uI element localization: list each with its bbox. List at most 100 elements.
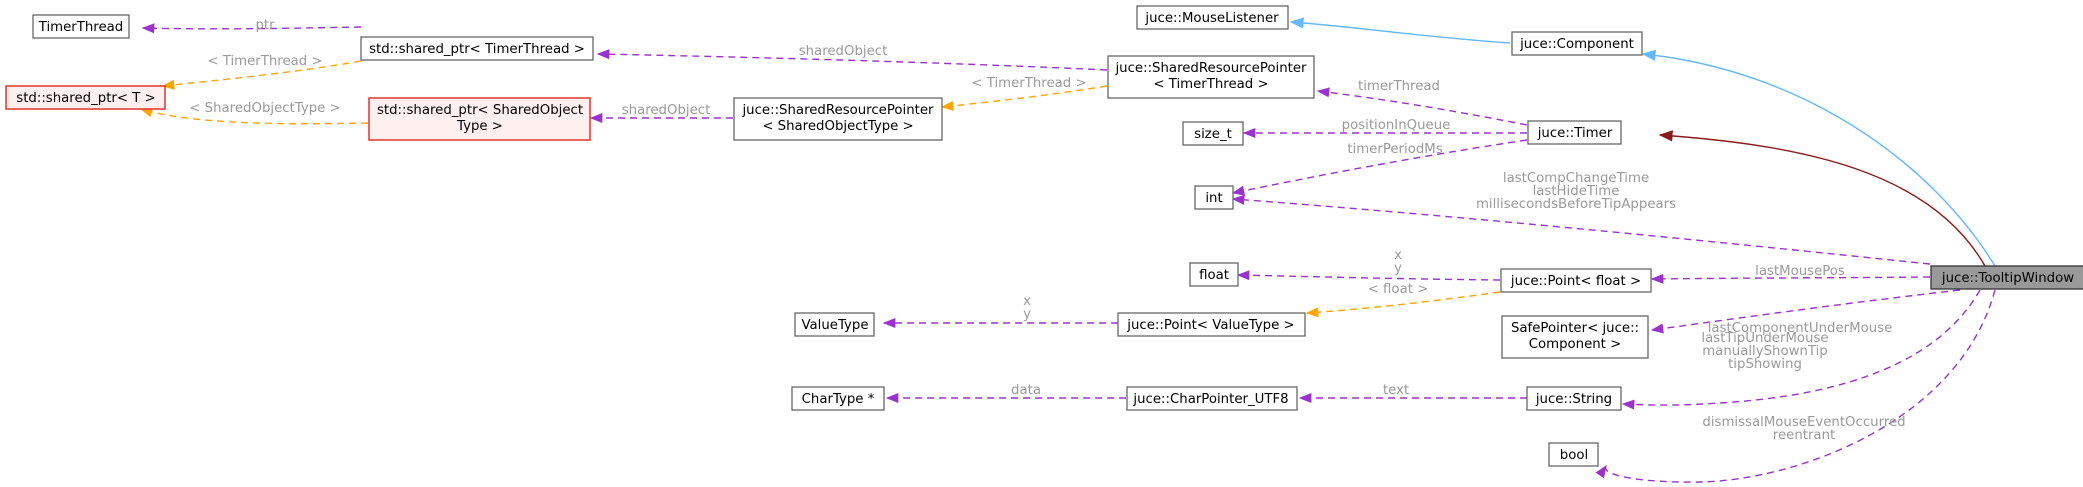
edge-label-line: timerPeriodMs xyxy=(1347,142,1442,157)
node-safepointer-component[interactable]: SafePointer< juce::Component > xyxy=(1501,315,1649,359)
edge-label-ptr: ptr xyxy=(255,18,275,33)
edge-label-line: reentrant xyxy=(1773,428,1835,443)
edge-lastmousepos: lastMousePos xyxy=(1650,264,1931,284)
node-point-float[interactable]: juce::Point< float > xyxy=(1500,268,1652,293)
edge-inherit-component xyxy=(1641,49,1996,267)
node-shared-ptr-t[interactable]: std::shared_ptr< T > xyxy=(5,85,166,110)
edge-data: data xyxy=(885,383,1126,404)
node-label-line: std::shared_ptr< TimerThread > xyxy=(369,42,585,57)
node-label-line: < TimerThread > xyxy=(1153,77,1268,92)
node-string[interactable]: juce::String xyxy=(1526,386,1622,411)
node-charpointer-utf8[interactable]: juce::CharPointer_UTF8 xyxy=(1126,386,1298,411)
edge-label-data: data xyxy=(1011,383,1041,398)
node-chartype-pointer[interactable]: CharType * xyxy=(791,386,885,411)
node-label-line: juce::MouseListener xyxy=(1144,11,1279,26)
edge-label-line: timerThread xyxy=(1358,79,1440,94)
node-int[interactable]: int xyxy=(1194,185,1234,210)
edge-label-sharedobject-sharedobjecttype: sharedObject xyxy=(622,103,711,118)
edge-label-line: lastComponentUnderMouse xyxy=(1708,321,1893,336)
node-component[interactable]: juce::Component xyxy=(1511,31,1643,56)
node-bool[interactable]: bool xyxy=(1548,442,1599,467)
node-label: bool xyxy=(1560,448,1588,463)
edge-lastcomponentundermouse: lastComponentUnderMouse xyxy=(1650,289,1961,336)
node-tooltipwindow[interactable]: juce::TooltipWindow xyxy=(1930,265,2083,290)
edge-label-lastmousepos: lastMousePos xyxy=(1755,264,1845,279)
node-valuetype[interactable]: ValueType xyxy=(794,312,875,337)
node-float[interactable]: float xyxy=(1189,262,1239,287)
edge-label-line: millisecondsBeforeTipAppears xyxy=(1476,197,1676,212)
edge-sharedobject-sharedobjecttype: sharedObject xyxy=(589,103,733,124)
node-label-line: juce::TooltipWindow xyxy=(1941,271,2074,286)
edge-sharedobject-timerthread: sharedObject xyxy=(596,44,1108,71)
node-label-line: juce::CharPointer_UTF8 xyxy=(1132,392,1288,407)
edge-label-line: manuallyShownTip xyxy=(1702,344,1828,359)
node-sharedresourcepointer-timerthread[interactable]: juce::SharedResourcePointer< TimerThread… xyxy=(1107,55,1315,99)
node-label: juce::SharedResourcePointer< TimerThread… xyxy=(1114,61,1307,92)
node-label: juce::String xyxy=(1535,392,1612,407)
node-label-line: float xyxy=(1199,268,1229,283)
edge-label-sharedobject-timerthread: sharedObject xyxy=(799,44,888,59)
node-label: juce::SharedResourcePointer< SharedObjec… xyxy=(741,103,934,134)
node-label-line: juce::String xyxy=(1535,392,1612,407)
node-label-line: std::shared_ptr< T > xyxy=(16,91,155,106)
node-label: ValueType xyxy=(801,318,868,333)
node-size-t[interactable]: size_t xyxy=(1182,121,1244,146)
node-label: int xyxy=(1205,191,1222,206)
node-label: juce::Timer xyxy=(1537,126,1613,141)
node-label-line: std::shared_ptr< SharedObject xyxy=(377,103,583,118)
edge-float-template: < float > xyxy=(1305,282,1501,318)
edge-label-line: lastHideTime xyxy=(1533,184,1620,199)
edge-label-line: < float > xyxy=(1368,282,1429,297)
node-label: juce::TooltipWindow xyxy=(1941,271,2074,286)
edge-label-line: dismissalMouseEventOccurred xyxy=(1702,415,1905,430)
edge-label-line: tipShowing xyxy=(1728,357,1802,372)
node-point-valuetype[interactable]: juce::Point< ValueType > xyxy=(1117,312,1306,337)
node-label-line: int xyxy=(1205,191,1222,206)
node-timer[interactable]: juce::Timer xyxy=(1527,120,1622,145)
node-label: juce::CharPointer_UTF8 xyxy=(1132,392,1288,407)
node-timerthread[interactable]: TimerThread xyxy=(32,14,130,39)
edge-label-line: lastCompChangeTime xyxy=(1503,171,1649,186)
edge-srp-timerthread-template: < TimerThread > xyxy=(940,76,1108,111)
edge-label-positioninqueue: positionInQueue xyxy=(1342,118,1451,133)
edge-label-text: text xyxy=(1383,383,1409,398)
node-shared-ptr-timerthread[interactable]: std::shared_ptr< TimerThread > xyxy=(360,36,594,61)
node-label-line: juce::Point< ValueType > xyxy=(1126,318,1294,333)
node-label-line: bool xyxy=(1560,448,1588,463)
edge-label-line: text xyxy=(1383,383,1409,398)
edge-label-line: y xyxy=(1394,261,1402,276)
edge-label-line: y xyxy=(1023,307,1031,322)
node-label-line: juce::Point< float > xyxy=(1510,274,1641,289)
node-sharedresourcepointer-sharedobjecttype[interactable]: juce::SharedResourcePointer< SharedObjec… xyxy=(733,97,943,141)
edge-timerthread: timerThread xyxy=(1316,79,1528,126)
edge-text: text xyxy=(1298,383,1527,404)
edge-label-line: x xyxy=(1023,294,1031,309)
edge-label-timerperiodms: timerPeriodMs xyxy=(1347,142,1442,157)
edge-label-timerthread-template: < TimerThread > xyxy=(207,54,322,69)
node-label-line: size_t xyxy=(1194,127,1232,142)
node-label-line: Component > xyxy=(1529,337,1622,352)
edge-label-line: < SharedObjectType > xyxy=(189,101,340,116)
edge-ptr: ptr xyxy=(141,18,362,34)
node-mouselistener[interactable]: juce::MouseListener xyxy=(1136,5,1289,30)
node-label: std::shared_ptr< TimerThread > xyxy=(369,42,585,57)
node-label-line: juce::Component xyxy=(1519,37,1634,52)
node-label-line: ValueType xyxy=(801,318,868,333)
edge-label-line: positionInQueue xyxy=(1342,118,1451,133)
edge-label-line: lastMousePos xyxy=(1755,264,1845,279)
edge-label-srp-timerthread-template: < TimerThread > xyxy=(971,76,1086,91)
node-label: CharType * xyxy=(802,392,875,407)
node-label-line: TimerThread xyxy=(38,20,124,35)
node-label: std::shared_ptr< T > xyxy=(16,91,155,106)
edge-label-line: data xyxy=(1011,383,1041,398)
edge-timerperiodms: timerPeriodMs xyxy=(1231,139,1528,196)
